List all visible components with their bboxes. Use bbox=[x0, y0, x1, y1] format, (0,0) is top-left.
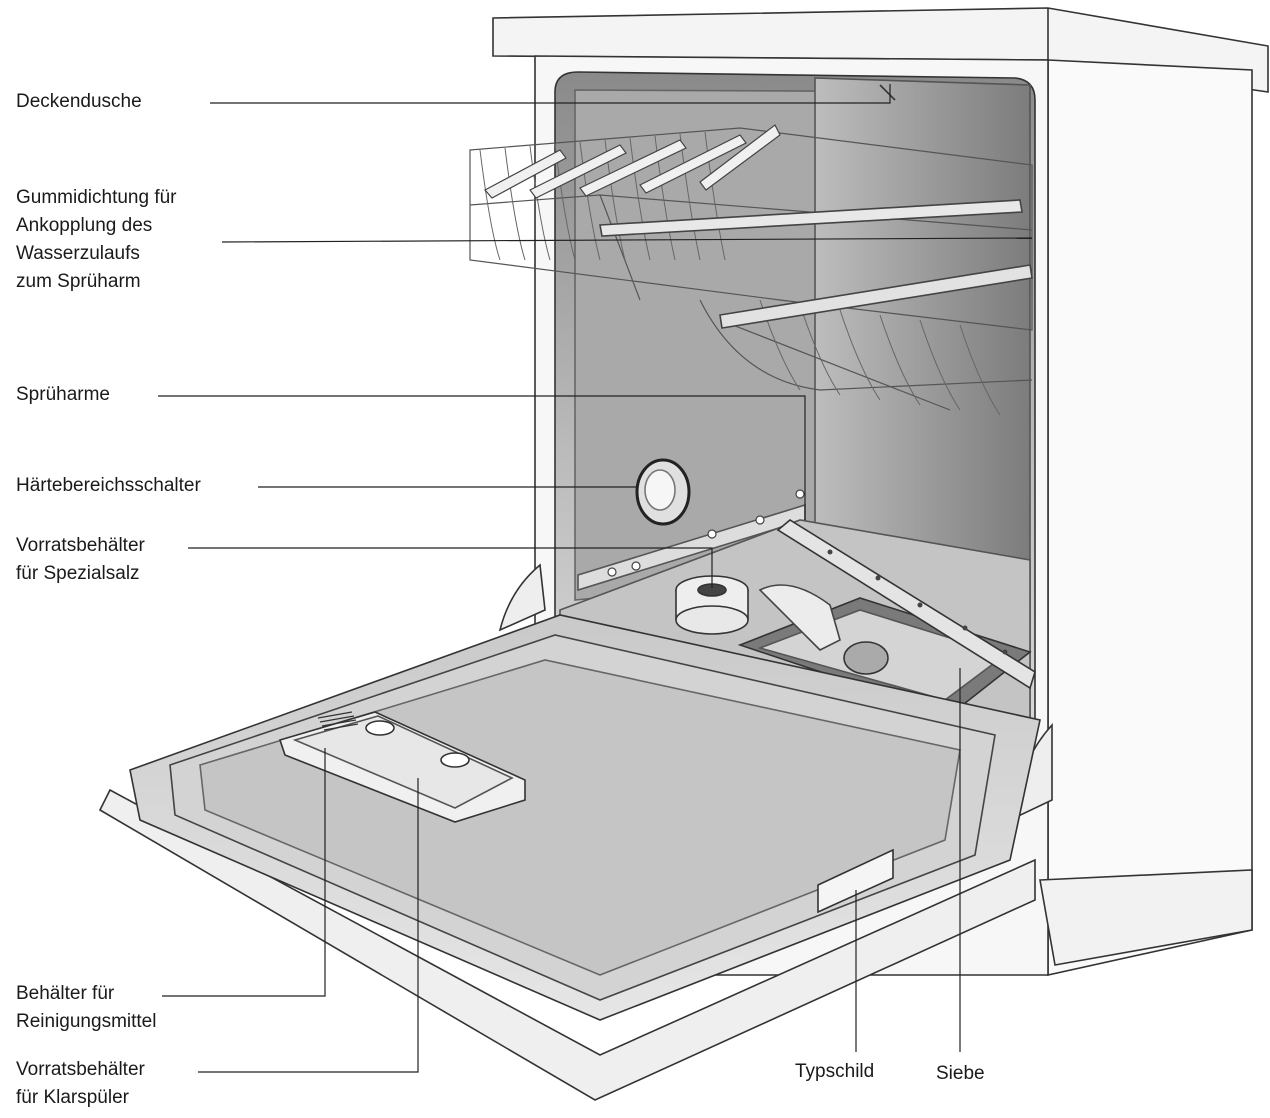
door-open bbox=[98, 614, 1041, 1101]
label-haertebereichsschalter: Härtebereichsschalter bbox=[16, 472, 201, 500]
label-text: Behälter für bbox=[16, 983, 115, 1004]
leader-lines bbox=[158, 84, 1033, 1073]
label-text: Gummidichtung für bbox=[16, 187, 177, 208]
label-siebe: Siebe bbox=[936, 1060, 985, 1088]
dishwasher-body bbox=[469, 7, 1269, 976]
label-typschild: Typschild bbox=[795, 1058, 874, 1086]
label-text: zum Sprüharm bbox=[16, 271, 141, 292]
label-text: Ankopplung des bbox=[16, 215, 153, 236]
label-text: Wasserzulaufs bbox=[16, 243, 140, 264]
label-text: Reinigungsmittel bbox=[16, 1011, 157, 1032]
label-gummidichtung: Gummidichtung für Ankopplung des Wasserz… bbox=[16, 184, 177, 296]
label-spruharme: Sprüharme bbox=[16, 381, 110, 409]
label-text: für Klarspüler bbox=[16, 1087, 129, 1108]
label-text: für Spezialsalz bbox=[16, 563, 140, 584]
label-text: Sprüharme bbox=[16, 384, 110, 405]
label-text: Vorratsbehälter bbox=[16, 1059, 145, 1080]
label-text: Siebe bbox=[936, 1063, 985, 1084]
label-deckendusche: Deckendusche bbox=[16, 88, 142, 116]
label-text: Härtebereichsschalter bbox=[16, 475, 201, 496]
label-text: Vorratsbehälter bbox=[16, 535, 145, 556]
label-text: Deckendusche bbox=[16, 91, 142, 112]
label-behaelter-reiniger: Behälter für Reinigungsmittel bbox=[16, 980, 156, 1036]
label-text: Typschild bbox=[795, 1061, 875, 1082]
label-vorrat-salz: Vorratsbehälter für Spezialsalz bbox=[16, 532, 145, 588]
label-vorrat-klarspueler: Vorratsbehälter für Klarspüler bbox=[16, 1056, 145, 1112]
